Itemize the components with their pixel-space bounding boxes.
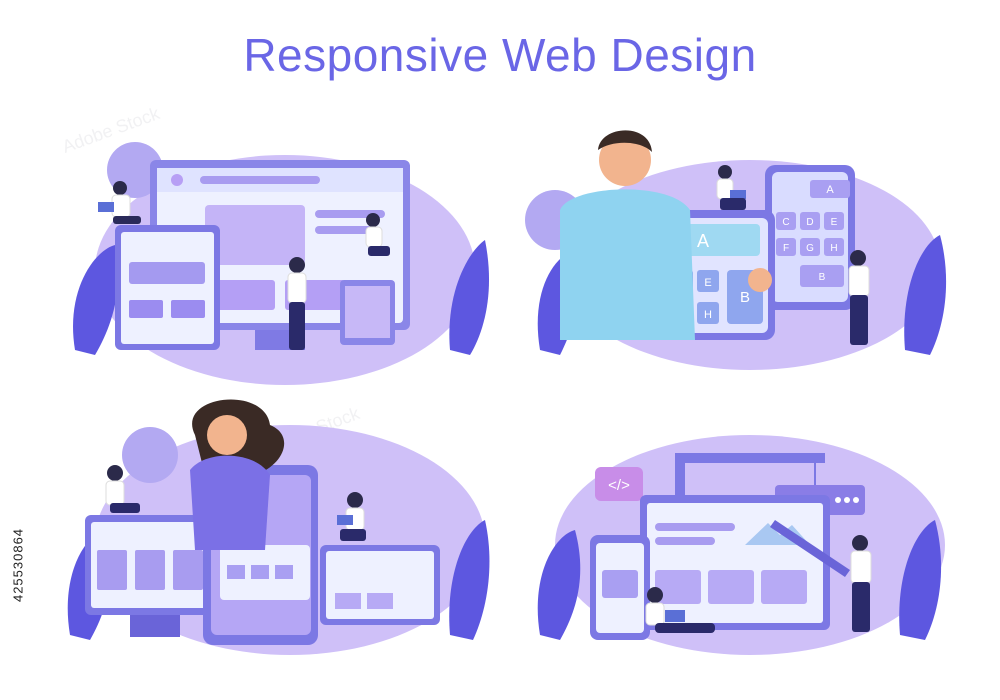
crane-arm [675, 453, 825, 463]
page-title: Responsive Web Design [243, 29, 757, 81]
tablet-card [171, 300, 205, 318]
key-label: A [826, 184, 834, 196]
svg-text:E: E [704, 277, 711, 289]
svg-text:C: C [782, 217, 789, 228]
leaf-icon [449, 240, 490, 355]
browser-dot [844, 497, 850, 503]
illustration-responsive-layouts [55, 130, 495, 390]
svg-text:D: D [806, 217, 813, 228]
content-card [173, 550, 203, 590]
svg-text:B: B [819, 272, 826, 283]
monitor-stand [130, 615, 180, 637]
browser-dot [835, 497, 841, 503]
tablet-banner [129, 262, 205, 284]
illustration-code-and-build: </> [520, 395, 960, 655]
text-line [315, 226, 375, 234]
content-block [205, 205, 305, 265]
content-card [655, 570, 701, 604]
browser-address [200, 176, 320, 184]
phone-key-grid: C D E F G H B [776, 212, 844, 287]
code-icon: </> [608, 477, 630, 494]
man-with-ruler [770, 520, 872, 632]
content-card [708, 570, 754, 604]
phone-screen [345, 286, 390, 338]
person-pointing [365, 213, 390, 256]
crane-mast [675, 453, 685, 523]
tablet-card [335, 593, 361, 609]
woman-sitting-laptop [645, 587, 715, 633]
phone-tile [275, 565, 293, 579]
content-card [135, 550, 165, 590]
phone-tile [251, 565, 269, 579]
key-a-small [810, 180, 850, 198]
stock-id-number: 425530864 [10, 527, 26, 603]
background-circle [122, 427, 178, 483]
svg-text:E: E [831, 217, 838, 228]
leaf-icon [449, 520, 490, 640]
browser-dot [853, 497, 859, 503]
key-label: A [697, 231, 709, 251]
man-with-laptop [337, 492, 366, 541]
image-placeholder-icon [602, 570, 638, 598]
woman-sitting [105, 465, 140, 513]
content-card [97, 550, 127, 590]
man-pointing [848, 250, 870, 345]
text-line [655, 537, 715, 545]
svg-text:H: H [830, 243, 837, 254]
tablet-screen [121, 232, 214, 344]
content-card [215, 280, 275, 310]
svg-text:H: H [704, 309, 712, 321]
monitor-screen [647, 503, 823, 623]
svg-text:F: F [783, 243, 789, 254]
person-standing [287, 257, 307, 350]
stock-id: 425530864 [6, 440, 30, 690]
code-badge [595, 467, 643, 501]
illustration-ui-keyboard: A C D E F G H B A C D E [520, 110, 960, 370]
man-holding-tablet [560, 130, 772, 340]
svg-text:B: B [740, 289, 750, 306]
leaf-icon [899, 520, 942, 640]
woman-on-tablet [716, 165, 746, 210]
browser-dot [171, 174, 183, 186]
svg-text:G: G [806, 243, 814, 254]
leaf-icon [73, 245, 119, 355]
illustration-mobile-design [55, 395, 495, 655]
content-card [761, 570, 807, 604]
leaf-icon [537, 530, 581, 640]
person-sitting-laptop [98, 181, 141, 224]
leaf-icon [904, 235, 947, 355]
tablet-card [129, 300, 163, 318]
tablet-card [367, 593, 393, 609]
phone-tile [227, 565, 245, 579]
text-line [655, 523, 735, 531]
woman-long-hair [190, 399, 285, 550]
